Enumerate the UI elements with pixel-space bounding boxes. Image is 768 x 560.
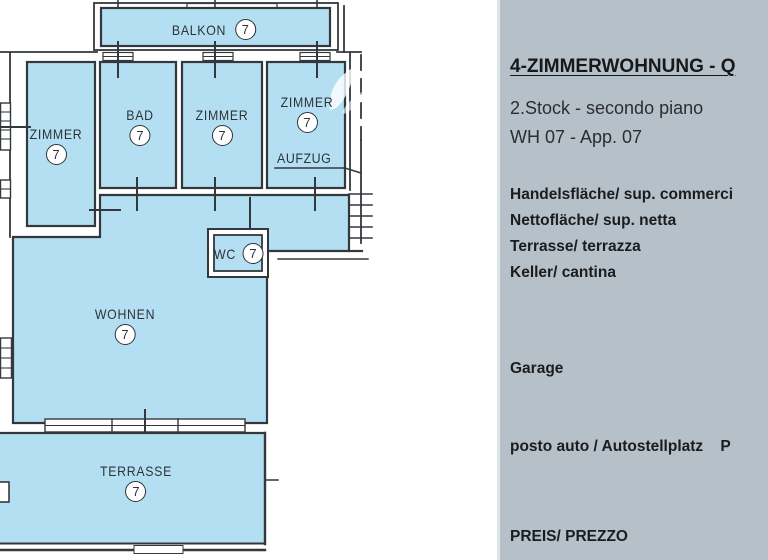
price-label: PREIS/ PREZZO — [510, 528, 628, 545]
zimmer-mid-label: ZIMMER 7 — [192, 107, 252, 146]
info-panel-content: 4-ZIMMERWOHNUNG - Q 2.Stock - secondo pi… — [500, 0, 768, 546]
area-line-nettoflaeche: Nettofläche/ sup. netta — [510, 212, 677, 229]
balkon-unit-badge: 7 — [234, 19, 256, 40]
wc-name: WC — [214, 245, 236, 262]
zimmer-right-name: ZIMMER — [280, 94, 334, 110]
terrasse-unit-badge: 7 — [125, 481, 147, 502]
garage-line: Garage — [510, 360, 564, 377]
watermark-icon — [329, 64, 374, 114]
top-windows — [102, 0, 331, 78]
zimmer-mid-unit-badge: 7 — [211, 125, 233, 146]
zimmer-left-name: ZIMMER — [29, 126, 83, 142]
bad-name: BAD — [126, 107, 154, 123]
floor-line: 2.Stock - secondo piano — [510, 98, 704, 118]
terrasse-label: TERRASSE 7 — [95, 463, 177, 502]
zimmer-left-unit-badge: 7 — [45, 144, 67, 165]
wohnen-label: WOHNEN 7 — [91, 306, 160, 345]
aufzug-label: AUFZUG — [277, 151, 332, 166]
zimmer-right-label: ZIMMER 7 — [277, 94, 337, 133]
staircase — [274, 54, 373, 244]
terrasse-name: TERRASSE — [99, 463, 173, 479]
room-walls — [25, 60, 347, 228]
apartment-line: WH 07 - App. 07 — [510, 127, 643, 147]
zimmer-right-unit-badge: 7 — [296, 112, 318, 133]
parking-line: posto auto / Autostellplatz P — [510, 438, 731, 455]
living-area — [11, 193, 369, 425]
wc-label: WC 7 — [213, 243, 264, 264]
balkon-label: BALKON 7 — [168, 19, 256, 40]
bad-label: BAD 7 — [124, 107, 155, 146]
balcony-structure — [93, 2, 345, 53]
wohnen-name: WOHNEN — [94, 306, 156, 322]
garage-details: Garage posto auto / Autostellplatz P — [510, 304, 768, 512]
floor-plan: BALKON 7 ZIMMER 7 BAD 7 ZIMMER 7 ZIMMER … — [0, 0, 374, 554]
apartment-title: 4-ZIMMERWOHNUNG - Q — [510, 56, 736, 77]
area-details: Handelsfläche/ sup. commerci Nettofläche… — [510, 182, 768, 286]
zimmer-mid-name: ZIMMER — [195, 107, 249, 123]
area-line-handelsflaeche: Handelsfläche/ sup. commerci — [510, 186, 734, 203]
balkon-name: BALKON — [171, 21, 227, 38]
info-panel: 4-ZIMMERWOHNUNG - Q 2.Stock - secondo pi… — [497, 0, 768, 560]
wc-unit-badge: 7 — [242, 243, 264, 264]
left-windows — [0, 102, 31, 379]
area-line-keller: Keller/ cantina — [510, 264, 616, 281]
wc-walls — [207, 228, 269, 278]
zimmer-left-label: ZIMMER 7 — [26, 126, 86, 165]
area-line-terrasse: Terrasse/ terrazza — [510, 238, 641, 255]
wohnen-unit-badge: 7 — [114, 324, 136, 345]
bad-unit-badge: 7 — [129, 125, 151, 146]
floor-plan-drawing — [0, 0, 374, 554]
